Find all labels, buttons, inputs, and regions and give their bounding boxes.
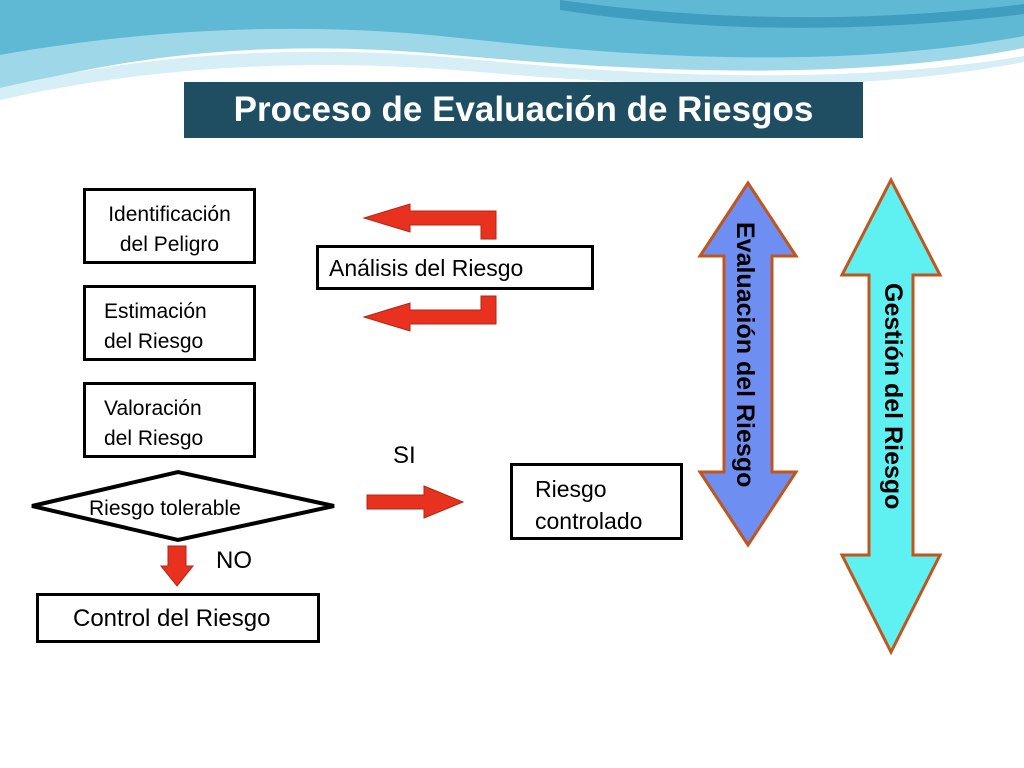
estimacion-line-1: Estimación [104,300,207,323]
identificacion-box: Identificación del Peligro [83,188,256,264]
no-down-arrow-icon [159,545,195,587]
controlado-box: Riesgo controlado [510,463,683,540]
upper-left-arrow-icon [362,203,497,240]
lower-left-arrow-icon [362,295,497,332]
background-waves [0,0,1024,100]
decision-diamond [31,469,335,543]
gestion-label: Gestión del Riesgo [879,283,907,510]
estimacion-box: Estimación del Riesgo [83,285,256,361]
yes-label: SI [393,442,416,469]
analisis-box: Análisis del Riesgo [316,245,594,290]
yes-right-arrow-icon [366,485,465,519]
evaluacion-label: Evaluación del Riesgo [731,222,759,488]
valoracion-line-2: del Riesgo [104,427,204,450]
estimacion-line-2: del Riesgo [104,330,204,353]
page-title: Proceso de Evaluación de Riesgos [184,82,863,138]
control-box: Control del Riesgo [36,593,320,643]
valoracion-box: Valoración del Riesgo [83,382,256,458]
identificacion-line-2: del Peligro [119,233,220,256]
decision-label: Riesgo tolerable [89,497,241,520]
controlado-line-1: Riesgo [535,476,607,502]
controlado-line-2: controlado [535,508,643,534]
no-label: NO [216,547,252,574]
valoracion-line-1: Valoración [104,397,202,420]
identificacion-line-1: Identificación [108,203,231,226]
